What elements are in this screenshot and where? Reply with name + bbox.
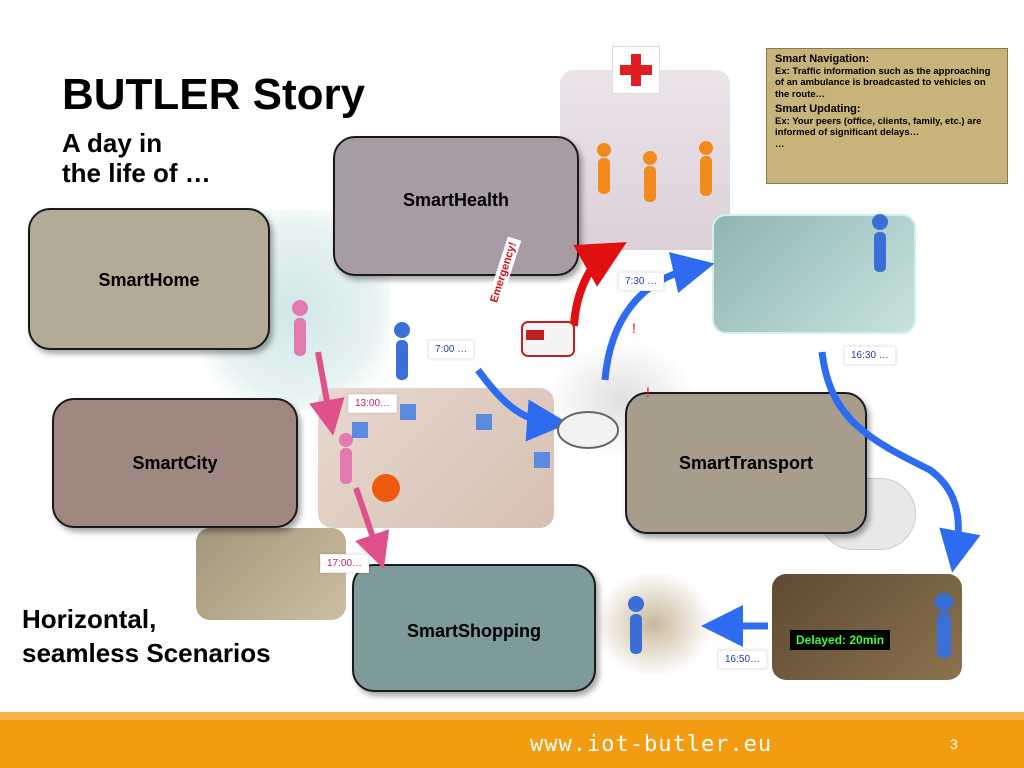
subtitle-line-1: A day in bbox=[62, 128, 163, 158]
arrow-emergency bbox=[570, 242, 627, 327]
car-icon bbox=[557, 411, 619, 449]
time-tag-1700: 17:00… bbox=[320, 554, 370, 573]
arrow-car-to-office bbox=[601, 252, 715, 381]
footer-url[interactable]: www.iot-butler.eu bbox=[530, 732, 773, 757]
smarttransport-box[interactable]: SmartTransport bbox=[625, 392, 867, 534]
time-tag-1650: 16:50… bbox=[718, 650, 768, 669]
time-tag-0730: 7:30 … bbox=[618, 272, 665, 291]
smartshopping-box[interactable]: SmartShopping bbox=[352, 564, 596, 692]
page-number: 3 bbox=[950, 736, 958, 752]
slide-subtitle: A day in the life of … bbox=[62, 128, 211, 188]
scenarios-caption: Horizontal, seamless Scenarios bbox=[22, 602, 271, 670]
subtitle-line-2: the life of … bbox=[62, 158, 211, 188]
nav-text: Ex: Traffic information such as the appr… bbox=[775, 65, 991, 100]
alert-mark-2: ! bbox=[646, 384, 650, 400]
slide-title: BUTLER Story bbox=[62, 70, 366, 119]
scenarios-line-2: seamless Scenarios bbox=[22, 638, 271, 668]
person-icon bbox=[394, 322, 410, 338]
alert-mark-1: ! bbox=[632, 320, 636, 336]
arrow-home-to-city bbox=[309, 351, 345, 436]
arrow-city-to-shopping bbox=[353, 487, 390, 570]
smarttransport-label: SmartTransport bbox=[678, 452, 814, 473]
red-cross-icon bbox=[612, 46, 660, 94]
footer-strip bbox=[0, 712, 1024, 720]
time-tag-0700: 7:00 … bbox=[428, 340, 475, 359]
parking-icon bbox=[400, 404, 416, 420]
info-box: Smart Navigation: Ex: Traffic informatio… bbox=[766, 48, 1008, 184]
shop-photo bbox=[598, 574, 710, 674]
smarthome-box[interactable]: SmartHome bbox=[28, 208, 270, 350]
scenarios-line-1: Horizontal, bbox=[22, 604, 157, 634]
smarthealth-box[interactable]: SmartHealth bbox=[333, 136, 579, 276]
arrow-office-to-station bbox=[818, 351, 981, 573]
station-photo bbox=[772, 574, 962, 680]
smartcity-box[interactable]: SmartCity bbox=[52, 398, 298, 528]
smartshopping-label: SmartShopping bbox=[407, 621, 541, 641]
smarthealth-label: SmartHealth bbox=[402, 190, 510, 210]
supermarket-photo bbox=[196, 528, 346, 620]
arrow-morning-to-car bbox=[475, 367, 569, 442]
nav-title: Smart Navigation: bbox=[775, 53, 870, 65]
footer-bar bbox=[0, 712, 1024, 768]
upd-title: Smart Updating: bbox=[775, 103, 861, 115]
smarthome-label: SmartHome bbox=[98, 270, 200, 290]
delayed-sign: Delayed: 20min bbox=[790, 630, 891, 650]
info-ellipsis: … bbox=[775, 138, 785, 150]
time-tag-1300: 13:00… bbox=[348, 394, 398, 413]
time-tag-1630: 16:30 … bbox=[844, 346, 896, 365]
smartcity-label: SmartCity bbox=[132, 452, 218, 473]
upd-text: Ex: Your peers (office, clients, family,… bbox=[775, 115, 982, 139]
